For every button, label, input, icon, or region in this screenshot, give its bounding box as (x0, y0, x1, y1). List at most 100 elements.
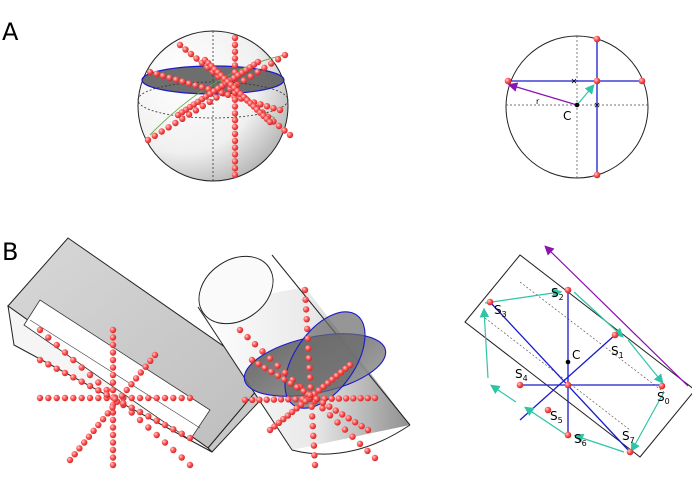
bead (145, 394, 152, 402)
bead (159, 72, 167, 80)
bead (329, 376, 336, 383)
bead (306, 391, 314, 399)
bead (301, 286, 309, 294)
bead (103, 391, 110, 398)
bead (319, 399, 327, 406)
bead (161, 394, 169, 402)
bead (128, 381, 135, 388)
bead (231, 130, 239, 138)
bead (241, 396, 249, 404)
bead (270, 396, 278, 403)
bead (231, 117, 239, 124)
bead (333, 372, 340, 379)
bead (504, 77, 512, 85)
bead (286, 131, 294, 139)
bead (142, 363, 149, 370)
bead (658, 382, 666, 390)
bead (305, 345, 312, 352)
bead (309, 413, 316, 420)
bead (351, 419, 359, 426)
bead (334, 419, 341, 426)
bead (109, 356, 117, 364)
bead (165, 124, 172, 131)
bead (99, 416, 107, 423)
bead (137, 369, 144, 376)
bead (161, 439, 169, 446)
bead (231, 137, 239, 144)
bead (544, 406, 552, 414)
bead (303, 316, 310, 323)
bead (268, 368, 275, 375)
bead (95, 387, 102, 394)
sphere-diagram (137, 30, 294, 182)
bead (170, 446, 177, 454)
bead (103, 386, 110, 394)
bead (311, 452, 318, 459)
bead (109, 386, 117, 394)
bead (236, 326, 244, 334)
bead (268, 60, 275, 67)
bead (109, 341, 117, 349)
sphere-bead-lines (144, 34, 294, 179)
bead (186, 434, 194, 442)
bead (172, 119, 179, 127)
bead (231, 34, 239, 42)
bead (266, 118, 274, 126)
bead (136, 416, 144, 424)
bead (371, 454, 379, 462)
bead (356, 440, 364, 447)
bead (231, 171, 239, 179)
bead (231, 165, 239, 172)
bead (128, 404, 135, 411)
bead (146, 68, 154, 76)
bead (339, 411, 346, 418)
bead (309, 422, 316, 430)
bead (281, 369, 289, 376)
bead (275, 122, 283, 130)
bead (199, 102, 206, 110)
bead (36, 326, 44, 334)
bead (280, 416, 287, 423)
bead (81, 439, 88, 446)
bead (109, 431, 117, 439)
rect-outline (464, 254, 692, 458)
bead (263, 396, 270, 403)
bead (274, 362, 281, 369)
bead (53, 365, 60, 372)
bead (186, 461, 194, 469)
bead (90, 427, 97, 434)
bead (151, 132, 158, 139)
bead (179, 78, 186, 85)
bead (109, 461, 117, 469)
bead (144, 136, 152, 144)
bead (310, 442, 318, 449)
bead (611, 331, 619, 339)
bead (289, 408, 296, 416)
bead (249, 396, 256, 404)
bead (332, 407, 339, 414)
bead (302, 296, 309, 303)
bead (193, 55, 200, 62)
bead (342, 365, 349, 372)
bead (53, 394, 60, 402)
bead (185, 80, 193, 87)
bead (358, 422, 365, 430)
bead (350, 395, 357, 402)
bead (307, 384, 314, 391)
rect-direction-arrow (544, 245, 689, 387)
bead (306, 374, 314, 381)
bead (109, 416, 117, 424)
panel-label-b: B (2, 238, 18, 266)
bead (306, 364, 313, 371)
bead (170, 394, 177, 402)
cylinder-diagram (197, 254, 411, 469)
bead (564, 286, 572, 294)
bead (45, 361, 52, 368)
bead (304, 325, 311, 333)
bead (147, 357, 154, 364)
bead (45, 334, 52, 341)
bead (109, 446, 117, 454)
bead (271, 423, 278, 430)
bead (78, 378, 85, 385)
bead (86, 371, 94, 379)
